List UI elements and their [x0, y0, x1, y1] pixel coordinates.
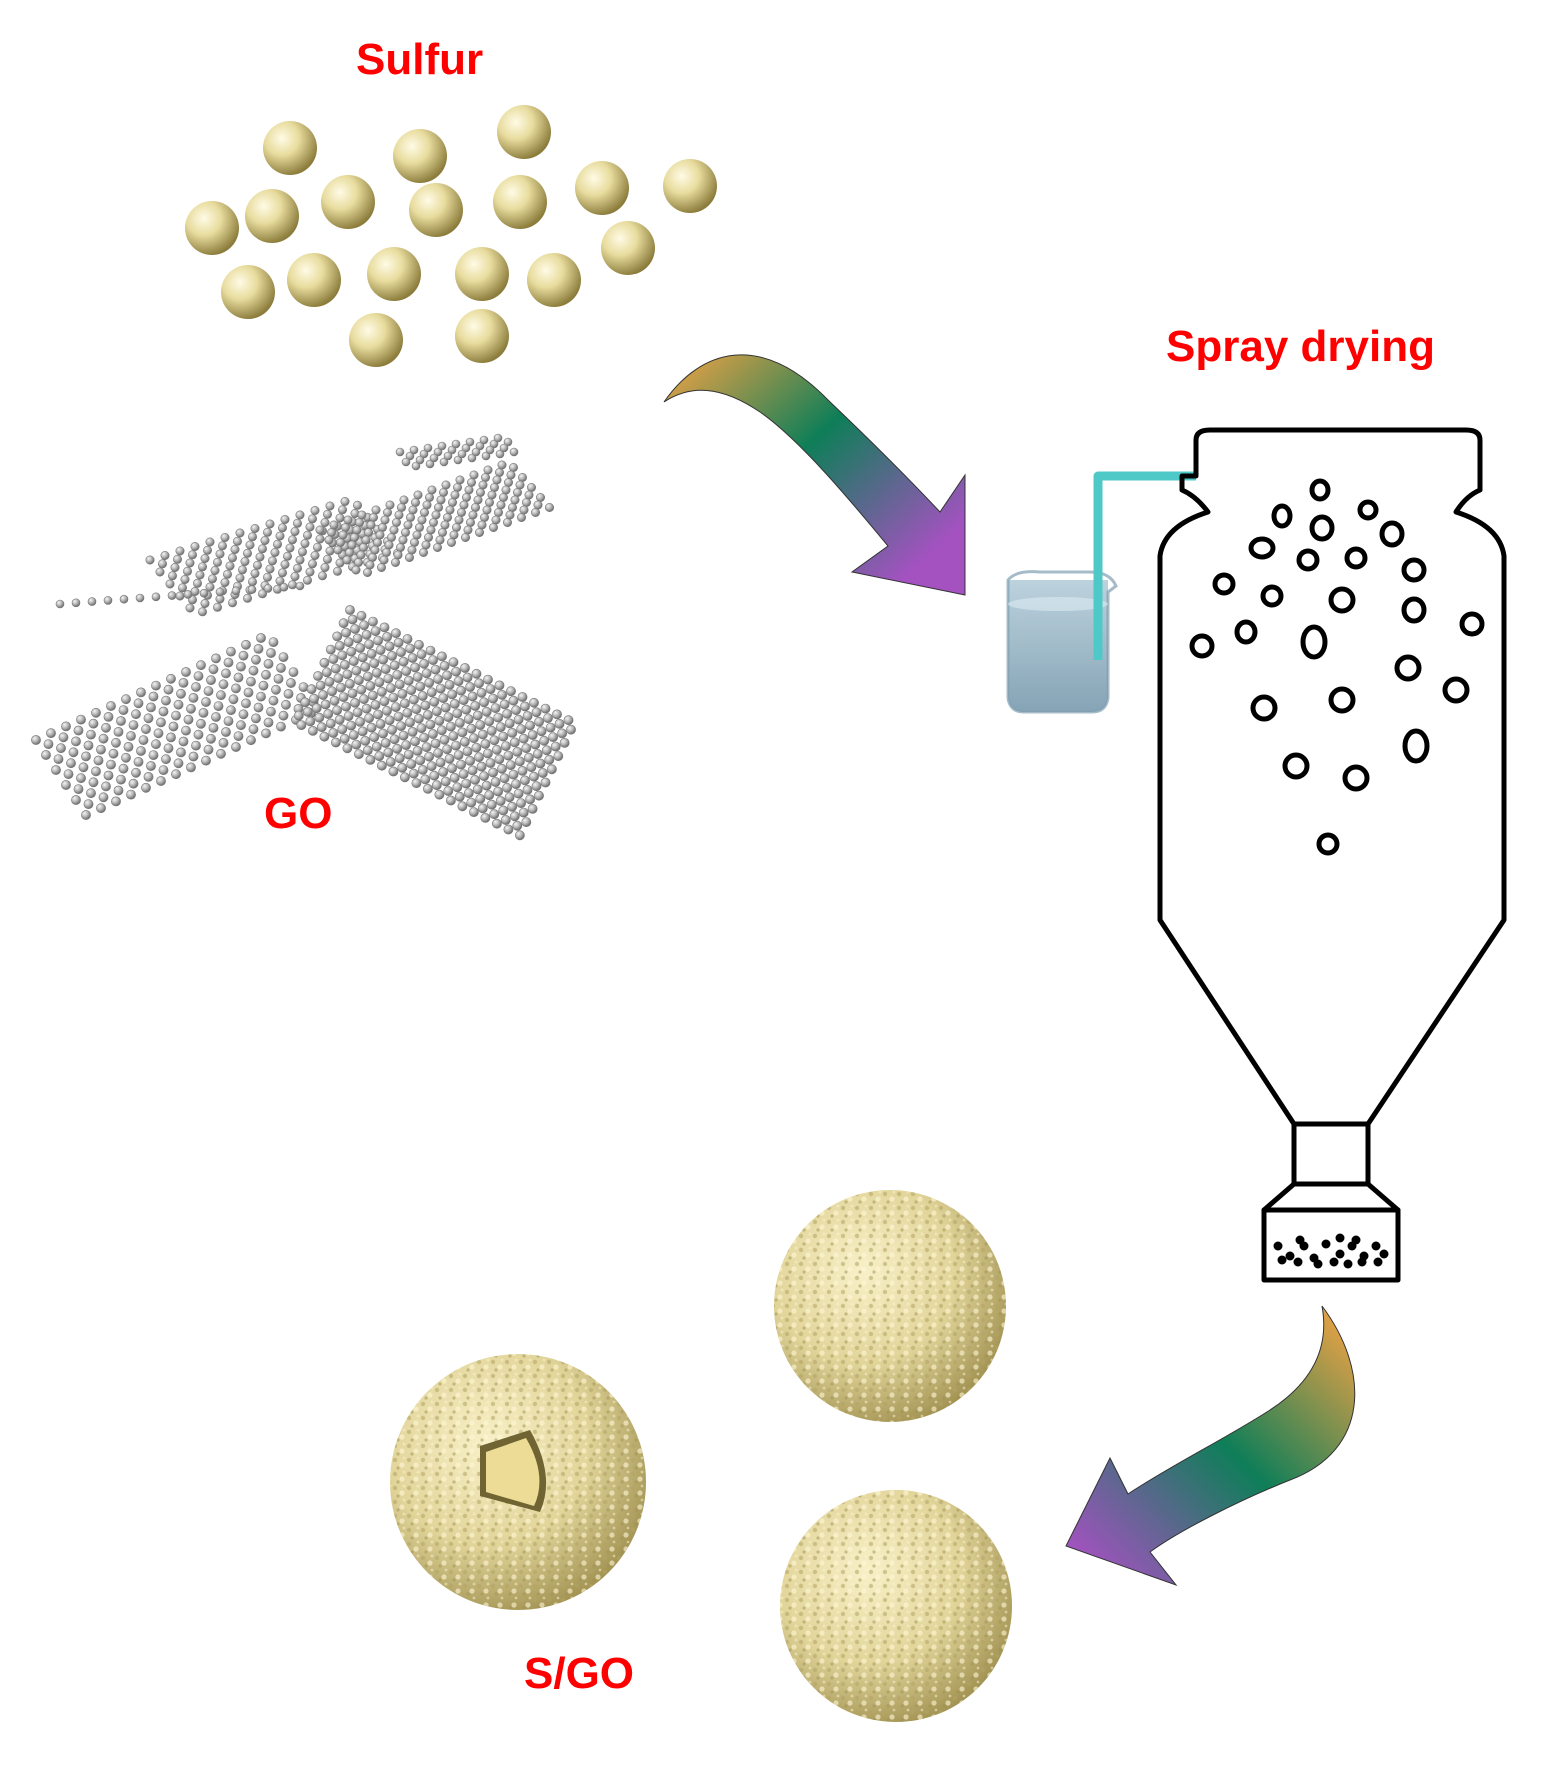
- s-go-label: S/GO: [524, 1649, 635, 1698]
- sulfur-sphere-icon: [245, 189, 299, 243]
- sgo-particle-icon: [780, 1490, 1012, 1722]
- process-arrow-icon: [1065, 1305, 1356, 1587]
- sulfur-sphere-icon: [393, 129, 447, 183]
- process-arrow-icon: [663, 354, 966, 596]
- sulfur-sphere-icon: [497, 105, 551, 159]
- sulfur-sphere-icon: [321, 175, 375, 229]
- sgo-particle-cutaway-icon: [390, 1354, 646, 1610]
- sulfur-sphere-icon: [349, 313, 403, 367]
- sulfur-sphere-icon: [409, 183, 463, 237]
- sulfur-sphere-icon: [263, 121, 317, 175]
- sulfur-sphere-icon: [455, 247, 509, 301]
- sulfur-sphere-icon: [601, 221, 655, 275]
- go-label: GO: [264, 789, 333, 838]
- sgo-particles: [390, 1190, 1012, 1722]
- feed-tube: [1093, 471, 1196, 660]
- sulfur-sphere-icon: [493, 175, 547, 229]
- sulfur-sphere-icon: [367, 247, 421, 301]
- graphene-sheet-icon: [293, 605, 576, 841]
- beaker-icon: [1006, 570, 1118, 714]
- sulfur-sphere-icon: [287, 253, 341, 307]
- sulfur-sphere-icon: [455, 309, 509, 363]
- sulfur-sphere-icon: [527, 253, 581, 307]
- droplets: [1189, 478, 1485, 856]
- graphene-oxide-sheets: [31, 433, 576, 841]
- graphene-sheet-icon: [395, 433, 519, 471]
- graphene-sheet-icon: [55, 581, 305, 609]
- sgo-particle-icon: [774, 1190, 1006, 1422]
- sulfur-spheres: [185, 105, 717, 367]
- sulfur-sphere-icon: [663, 159, 717, 213]
- sulfur-label: Sulfur: [356, 35, 484, 84]
- spray-drying-label: Spray drying: [1166, 322, 1435, 371]
- collected-powder: [1273, 1233, 1389, 1269]
- sulfur-sphere-icon: [185, 201, 239, 255]
- sulfur-sphere-icon: [575, 161, 629, 215]
- sulfur-sphere-icon: [221, 265, 275, 319]
- graphene-sheet-icon: [31, 633, 319, 820]
- spray-dryer-icon: [1157, 427, 1507, 1283]
- graphene-sheet-icon: [315, 460, 554, 577]
